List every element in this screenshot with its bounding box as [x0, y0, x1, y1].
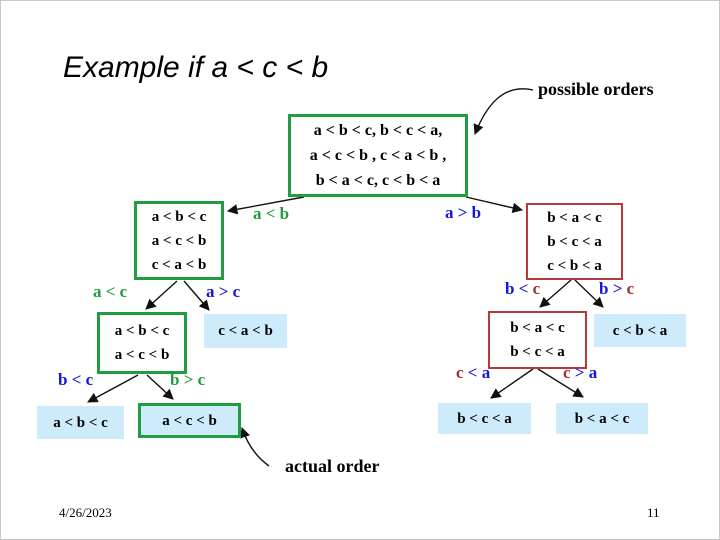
node-line: c < b < a — [612, 322, 668, 339]
edge-label-a-gt-b: a > b — [445, 203, 482, 222]
edge-label-a-gt-c: a > c — [206, 282, 241, 301]
edge-label-part: b > — [599, 279, 627, 298]
node-line: b < c < a — [547, 233, 602, 250]
node-line: b < a < c, c < b < a — [315, 172, 441, 189]
edge-label-part: > a — [570, 363, 598, 382]
node-line: a < b < c — [114, 323, 170, 339]
node-line: b < a < c — [574, 410, 630, 427]
edge-label-b-gt-c-left: b > c — [170, 370, 206, 389]
footer-page-number: 11 — [647, 505, 660, 520]
edge-label-a-lt-b: a < b — [253, 204, 290, 223]
node-line: a < b < c, b < c < a, — [313, 122, 443, 139]
edge-label-part: c — [456, 363, 464, 382]
edge-label-c-lt-a: c < a — [456, 363, 490, 383]
edge-label-part: c — [532, 279, 541, 298]
tree-node-right-left: b < a < c b < c < a — [488, 311, 587, 369]
edge-label-part: c — [626, 279, 635, 298]
tree-leaf-b-c-a: b < c < a — [438, 403, 531, 434]
tree-node-left: a < b < c a < c < b c < a < b — [134, 201, 224, 280]
node-line: c < a < b — [218, 323, 273, 339]
edge-label-b-lt-c-right: b < c — [505, 279, 540, 299]
edge-line-right-rightleft — [539, 279, 572, 308]
node-line: a < b < c — [151, 208, 207, 225]
possible-orders-arrow — [473, 88, 534, 135]
node-line: b < c < a — [510, 344, 565, 360]
node-line: a < c < b , c < a < b , — [309, 147, 447, 164]
tree-node-right-right: c < b < a — [594, 314, 686, 347]
edge-label-c-gt-a: c > a — [563, 363, 597, 383]
edge-line-leftleft-leafabc — [87, 374, 139, 403]
slide-title: Example if a < c < b — [63, 51, 329, 84]
edge-label-part: b < — [505, 279, 533, 298]
node-line: c < b < a — [547, 257, 602, 274]
edge-label-a-lt-c: a < c — [93, 282, 128, 301]
node-line: a < c < b — [162, 412, 217, 429]
tree-node-left-right: c < a < b — [204, 314, 287, 348]
tree-leaf-a-c-b-actual: a < c < b — [138, 403, 241, 438]
node-line: a < c < b — [114, 347, 170, 363]
edge-label-part: c — [563, 363, 571, 382]
actual-order-arrow — [240, 427, 270, 467]
node-line: b < c < a — [457, 410, 512, 427]
node-line: b < a < c — [510, 320, 565, 336]
node-line: a < b < c — [53, 414, 108, 431]
edge-label-part: < a — [463, 363, 491, 382]
tree-node-left-left: a < b < c a < c < b — [97, 312, 187, 374]
node-line: b < a < c — [547, 209, 602, 226]
node-line: a < c < b — [151, 232, 207, 249]
tree-node-root: a < b < c, b < c < a, a < c < b , c < a … — [288, 114, 468, 197]
actual-order-label: actual order — [285, 456, 380, 476]
edge-line-rightleft-leafbca — [490, 368, 534, 399]
node-line: c < a < b — [151, 256, 207, 273]
tree-node-right: b < a < c b < c < a c < b < a — [526, 203, 623, 280]
edge-label-b-gt-c-right: b > c — [599, 279, 634, 299]
footer-date: 4/26/2023 — [59, 505, 112, 520]
edge-line-left-leftleft — [145, 280, 178, 310]
tree-leaf-a-b-c: a < b < c — [37, 406, 124, 439]
possible-orders-label: possible orders — [538, 79, 654, 99]
tree-leaf-b-a-c: b < a < c — [556, 403, 648, 434]
edge-label-b-lt-c-left: b < c — [58, 370, 94, 389]
